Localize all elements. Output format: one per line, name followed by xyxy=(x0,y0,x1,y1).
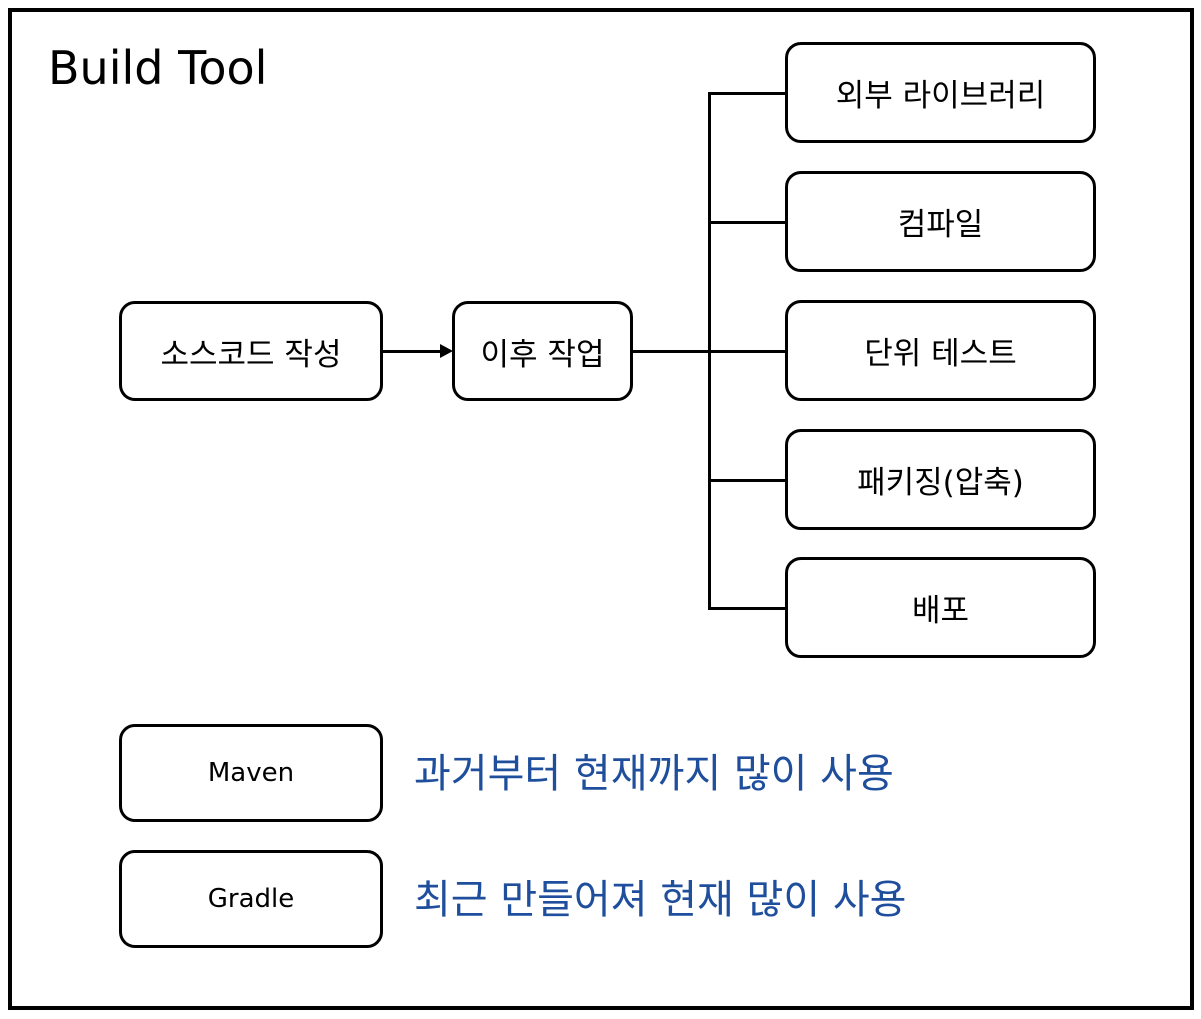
task-box-compile[interactable]: 컴파일 xyxy=(785,171,1096,272)
flow-node-source-code[interactable]: 소스코드 작성 xyxy=(119,301,383,401)
task-label: 패키징(압축) xyxy=(857,465,1024,501)
flow-node-next-task-label: 이후 작업 xyxy=(480,336,605,373)
tool-name-label: Maven xyxy=(207,758,295,788)
tool-box-gradle[interactable]: Gradle xyxy=(119,850,383,948)
task-label: 외부 라이브러리 xyxy=(835,78,1046,114)
flow-node-source-code-label: 소스코드 작성 xyxy=(160,336,342,373)
task-label: 단위 테스트 xyxy=(864,336,1017,372)
page-title: Build Tool xyxy=(48,41,268,95)
tool-note-gradle: 최근 만들어져 현재 많이 사용 xyxy=(414,877,907,923)
slide-border xyxy=(8,8,1194,1010)
tree-branch-4 xyxy=(708,479,788,482)
arrow-right-icon xyxy=(440,344,453,358)
task-box-deploy[interactable]: 배포 xyxy=(785,557,1096,658)
tool-box-maven[interactable]: Maven xyxy=(119,724,383,822)
tree-branch-1 xyxy=(708,92,788,95)
tree-branch-3 xyxy=(708,350,788,353)
task-label: 컴파일 xyxy=(897,207,984,243)
task-box-packaging[interactable]: 패키징(압축) xyxy=(785,429,1096,530)
tree-stem xyxy=(633,350,711,353)
tool-note-maven: 과거부터 현재까지 많이 사용 xyxy=(414,751,894,797)
tool-name-label: Gradle xyxy=(207,884,295,914)
flow-node-next-task[interactable]: 이후 작업 xyxy=(452,301,633,401)
task-box-unit-test[interactable]: 단위 테스트 xyxy=(785,300,1096,401)
arrow-shaft xyxy=(383,350,443,353)
tree-branch-5 xyxy=(708,607,788,610)
tree-branch-2 xyxy=(708,221,788,224)
task-box-external-library[interactable]: 외부 라이브러리 xyxy=(785,42,1096,143)
task-label: 배포 xyxy=(911,593,970,629)
